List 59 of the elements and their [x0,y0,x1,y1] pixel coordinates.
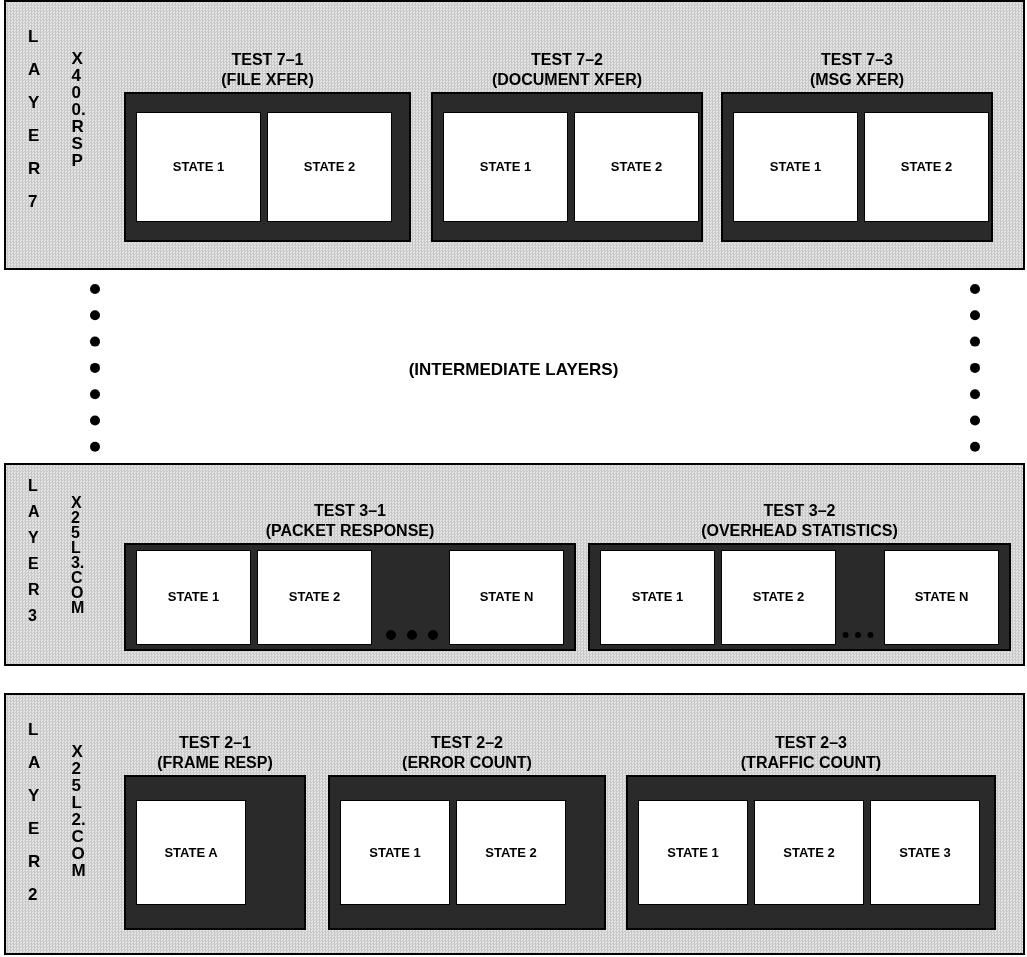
state-label: STATE 2 [485,843,537,862]
layer-band [4,693,1025,955]
state-label: STATE A [164,843,218,862]
state-label: STATE N [479,588,534,607]
state-box [456,800,566,905]
test-title: TEST 3–2 [763,501,836,521]
state-box [257,549,372,645]
state-label: STATE 2 [752,588,805,607]
state-label: STATE 1 [172,158,225,177]
state-label: STATE 2 [288,588,341,607]
state-box [884,549,999,645]
test-title: (PACKET RESPONSE) [265,521,435,541]
state-box [864,112,989,222]
test-title: (FILE XFER) [221,70,314,90]
state-label: STATE 1 [479,158,532,177]
state-label: STATE 3 [899,843,951,862]
state-box [136,549,251,645]
layer-band [4,463,1025,666]
test-title: TEST 7–3 [821,50,893,70]
state-box [574,112,699,222]
state-label: STATE 2 [783,843,835,862]
test-title: TEST 2–1 [179,733,251,753]
state-label: STATE 1 [667,843,719,862]
vertical-label: LAYER 3 [28,476,37,626]
test-title: TEST 2–3 [775,733,847,753]
state-box [449,549,564,645]
vertical-label: LAYER 2 [28,719,38,906]
section-note: (INTERMEDIATE LAYERS) [407,359,620,381]
state-label: STATE 2 [303,158,356,177]
state-label: STATE 2 [900,158,953,177]
state-box [136,112,261,222]
state-box [340,800,450,905]
state-box [721,549,836,645]
vertical-label: LAYER 7 [28,26,38,213]
state-box [870,800,980,905]
test-title: (ERROR COUNT) [402,753,532,773]
state-label: STATE 1 [631,588,684,607]
state-label: STATE 2 [610,158,663,177]
test-title: TEST 2–2 [431,733,503,753]
state-label: STATE 1 [167,588,220,607]
state-label: STATE N [914,588,969,607]
state-label: STATE 1 [369,843,421,862]
state-label: STATE 1 [769,158,822,177]
test-title: (TRAFFIC COUNT) [740,753,882,773]
test-title: (MSG XFER) [809,70,905,90]
state-box [136,800,246,905]
test-title: (FRAME RESP) [157,753,273,773]
test-title: TEST 3–1 [314,501,386,521]
test-title: (DOCUMENT XFER) [491,70,643,90]
test-title: (OVERHEAD STATISTICS) [701,521,898,541]
test-title: TEST 7–2 [531,50,603,70]
state-box [600,549,715,645]
state-box [443,112,568,222]
state-box [267,112,392,222]
layer-band [4,0,1025,270]
state-box [733,112,858,222]
state-box [638,800,748,905]
test-title: TEST 7–1 [231,50,304,70]
state-box [754,800,864,905]
